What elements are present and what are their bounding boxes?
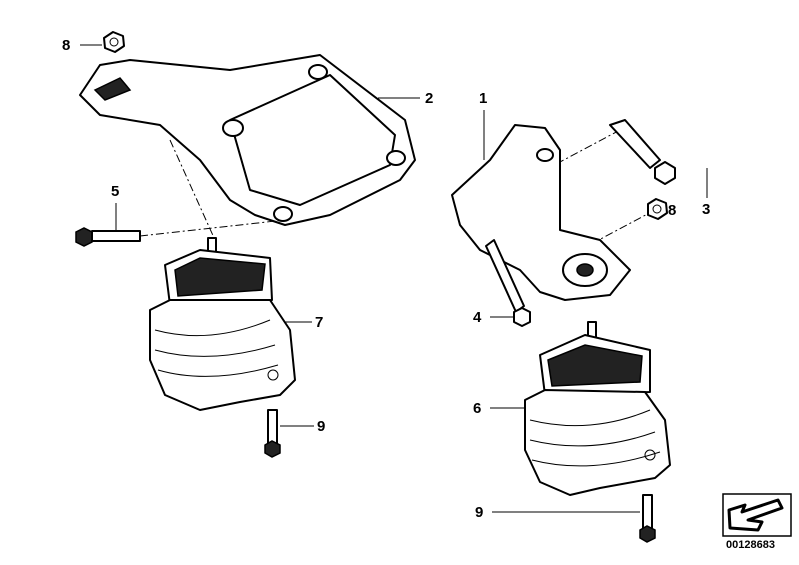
bolt-9-left bbox=[264, 409, 281, 458]
callout-9: 9 bbox=[317, 418, 326, 435]
callout-6: 6 bbox=[473, 400, 482, 417]
bolt-3 bbox=[609, 119, 676, 185]
callout-7: 7 bbox=[315, 314, 324, 331]
callout-9: 9 bbox=[475, 504, 484, 521]
engine-mount-right bbox=[524, 321, 671, 496]
callout-3: 3 bbox=[702, 201, 711, 218]
direction-arrow-icon bbox=[722, 493, 792, 537]
callout-1: 1 bbox=[479, 90, 488, 107]
engine-mount-left bbox=[149, 237, 296, 411]
callout-2: 2 bbox=[425, 90, 434, 107]
nut-8-left bbox=[103, 31, 125, 53]
callout-4: 4 bbox=[473, 309, 482, 326]
bolt-9-right bbox=[639, 494, 656, 543]
nut-8-right bbox=[647, 198, 668, 220]
callout-8: 8 bbox=[62, 37, 71, 54]
engine-bracket-right bbox=[451, 124, 631, 301]
bolt-5 bbox=[75, 227, 141, 247]
bolt-4 bbox=[485, 239, 531, 327]
callout-5: 5 bbox=[111, 183, 120, 200]
diagram-code: 00128683 bbox=[726, 539, 775, 551]
callout-8: 8 bbox=[668, 202, 677, 219]
engine-bracket-left bbox=[79, 54, 416, 226]
